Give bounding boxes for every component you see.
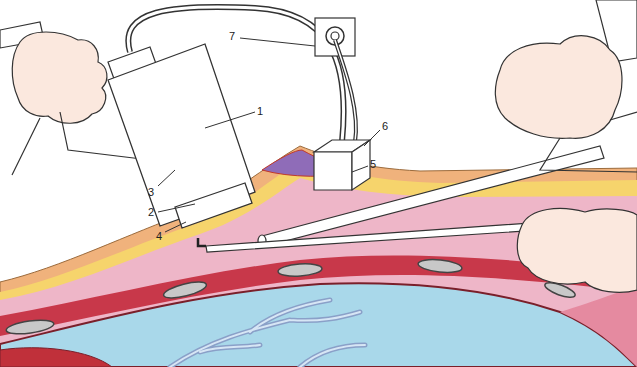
skin-layer: [0, 146, 637, 367]
vessel-branch: [170, 300, 365, 367]
callout-number: 5: [370, 158, 376, 170]
leader-line: [158, 170, 175, 186]
body-cavity: [0, 283, 637, 367]
arm-outline: [540, 112, 637, 172]
fat-layer: [0, 160, 637, 367]
right-hand: [495, 36, 622, 139]
left-hand: [12, 32, 107, 123]
lower-hand: [517, 208, 637, 292]
leader-line: [364, 130, 380, 146]
rib-section: [417, 258, 462, 275]
rib-section: [162, 279, 208, 301]
generator-side: [352, 140, 370, 190]
vessel-branch: [170, 300, 365, 367]
power-cord: [335, 40, 356, 142]
organ: [0, 348, 112, 367]
hook-tip: [198, 238, 206, 246]
callout-number: 4: [156, 230, 162, 242]
socket-hole: [331, 32, 339, 40]
callout-number: 2: [148, 206, 154, 218]
leader-line: [165, 222, 186, 232]
rib-section: [278, 262, 323, 277]
power-cord: [335, 40, 356, 142]
callout-number: 7: [229, 30, 235, 42]
wall-socket: [315, 18, 355, 56]
serosa-layer: [560, 288, 637, 367]
generator-front: [314, 152, 352, 190]
callout-number: 3: [148, 186, 154, 198]
leader-line: [158, 204, 195, 212]
rib-section: [5, 318, 54, 337]
leader-line: [205, 112, 255, 128]
callout-number: 6: [382, 120, 388, 132]
leader-line: [240, 38, 315, 46]
leader-line: [352, 166, 368, 172]
subcutaneous-tissue: [0, 178, 637, 367]
callout-number: 1: [257, 105, 263, 117]
